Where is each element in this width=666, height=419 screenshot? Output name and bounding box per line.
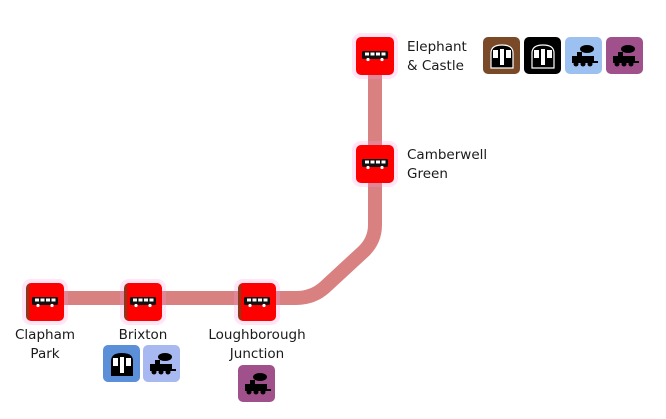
connection-rail-lightblue[interactable] — [143, 345, 180, 382]
station-label-camberwell-green: Camberwell Green — [407, 147, 488, 182]
underground-train-icon — [530, 43, 555, 69]
underground-train-icon — [110, 352, 133, 376]
connection-underground-black[interactable] — [524, 37, 561, 74]
station-label-loughborough-junction: Loughborough Junction — [208, 327, 306, 362]
connection-underground-brown[interactable] — [483, 37, 520, 74]
connection-rail-purple[interactable] — [238, 365, 275, 402]
steam-train-icon — [571, 44, 598, 66]
route-line — [30, 56, 382, 305]
station-clapham-park[interactable] — [26, 283, 64, 321]
steam-train-icon — [612, 44, 639, 66]
connection-rail-blue[interactable] — [565, 37, 602, 74]
station-camberwell-green[interactable] — [356, 145, 394, 183]
station-label-brixton: Brixton — [118, 327, 168, 343]
station-label-elephant-and-castle: Elephant & Castle — [407, 39, 467, 74]
bus-icon — [362, 51, 388, 62]
station-brixton[interactable] — [124, 283, 162, 321]
station-elephant-and-castle[interactable] — [356, 37, 394, 75]
bus-icon — [362, 159, 388, 170]
underground-train-icon — [489, 43, 514, 69]
connection-rail-purple[interactable] — [606, 37, 643, 74]
bus-icon — [130, 297, 156, 308]
steam-train-icon — [149, 352, 176, 374]
steam-train-icon — [244, 372, 271, 394]
bus-icon — [244, 297, 270, 308]
station-label-clapham-park: Clapham Park — [15, 327, 75, 362]
connection-underground-blue[interactable] — [103, 345, 140, 382]
bus-icon — [32, 297, 58, 308]
station-loughborough-junction[interactable] — [238, 283, 276, 321]
